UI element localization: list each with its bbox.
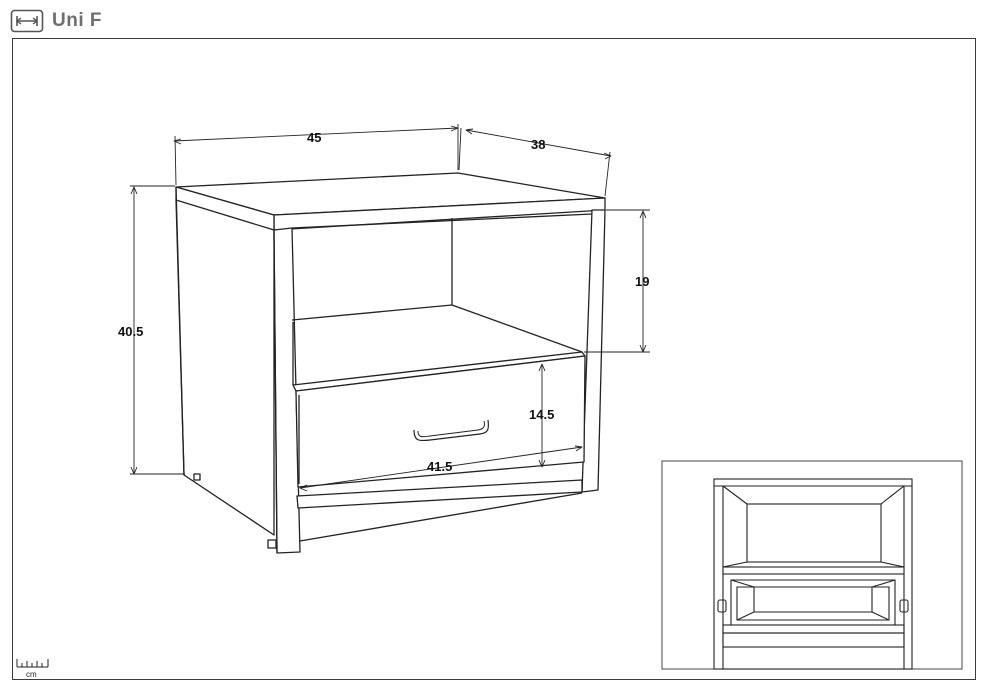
width-label: 45 (307, 130, 321, 145)
drawing-frame (12, 38, 976, 680)
shelf-height-label: 19 (635, 274, 649, 289)
page-title: Uni F (52, 10, 102, 31)
width-measure-icon (10, 9, 44, 33)
nightstand-body (175, 172, 606, 554)
drawer-width-label: 41.5 (427, 459, 452, 474)
drawer-front-view (661, 460, 963, 670)
drawer-height-label: 14.5 (529, 407, 554, 422)
dimension-lines (130, 124, 650, 492)
ruler-icon (16, 659, 49, 668)
unit-label: cm (26, 670, 37, 679)
depth-label: 38 (531, 137, 545, 152)
height-label: 40.5 (118, 324, 143, 339)
header: Uni F (10, 8, 102, 34)
